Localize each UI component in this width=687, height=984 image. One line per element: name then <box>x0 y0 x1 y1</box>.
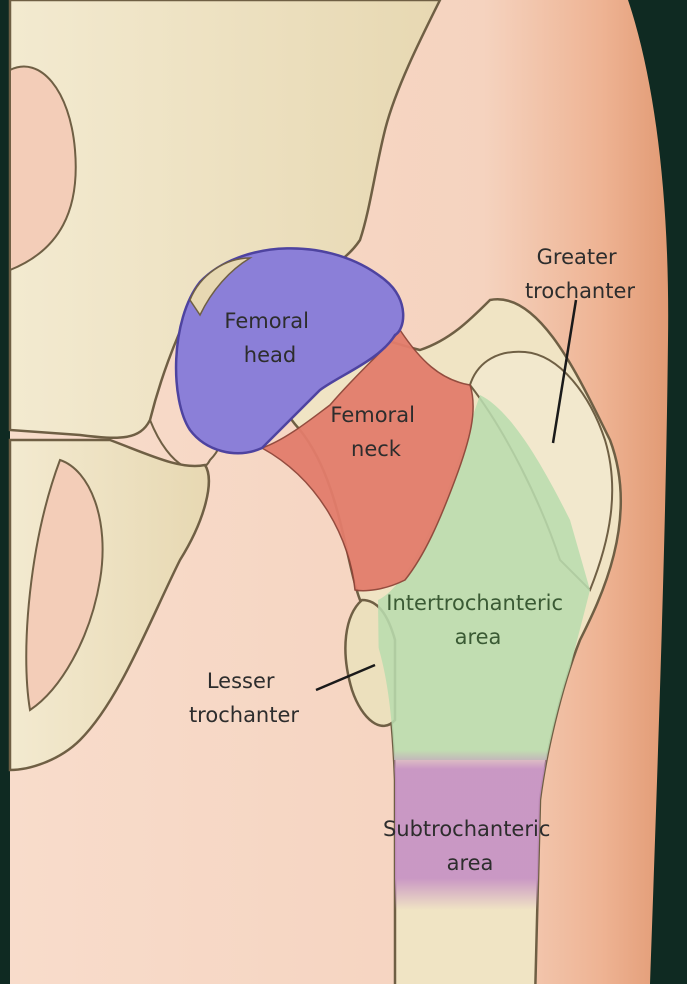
greater-trochanter-label-line2: trochanter <box>525 279 635 303</box>
intertrochanteric-area-label-line1: Intertrochanteric <box>386 591 563 615</box>
femoral-head-label-line2: head <box>244 343 296 367</box>
lesser-trochanter-label-line2: trochanter <box>189 703 299 727</box>
subtrochanteric-area-label-line1: Subtrochanteric <box>383 817 550 841</box>
subtrochanteric-area-label-line2: area <box>447 851 494 875</box>
lesser-trochanter-label-line1: Lesser <box>207 669 275 693</box>
femoral-neck-label-line2: neck <box>351 437 402 461</box>
femoral-neck-label-line1: Femoral <box>330 403 415 427</box>
greater-trochanter-label-line1: Greater <box>537 245 617 269</box>
femoral-head-label-line1: Femoral <box>224 309 309 333</box>
intertrochanteric-area-label-line2: area <box>455 625 502 649</box>
